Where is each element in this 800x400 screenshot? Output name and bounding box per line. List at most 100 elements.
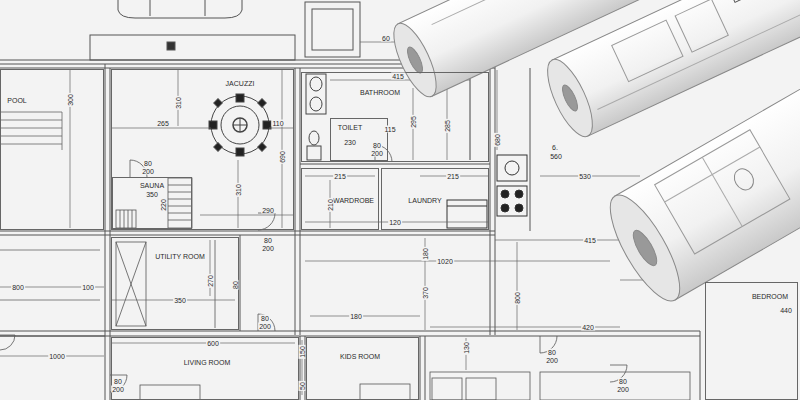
pool-steps xyxy=(0,250,100,251)
dimension-line xyxy=(238,160,239,228)
bathroom-fixtures xyxy=(310,77,322,91)
room-name: POOL xyxy=(6,97,27,104)
sauna-bench xyxy=(168,213,192,214)
dimension-label: 220 xyxy=(160,198,167,212)
pool-steps xyxy=(0,144,62,145)
dimension-line xyxy=(425,238,426,330)
door-swing xyxy=(258,314,275,331)
car-symbol xyxy=(150,0,205,16)
sauna-bench xyxy=(168,199,192,200)
car-symbol xyxy=(90,0,360,60)
wall-line xyxy=(700,331,701,400)
dimension-line xyxy=(112,300,235,301)
wall-line xyxy=(0,235,495,236)
kitchen-fixtures xyxy=(515,190,523,198)
jacuzzi-symbol xyxy=(240,118,241,132)
dimension-label: 110 xyxy=(271,120,284,127)
dimension-label: 415 xyxy=(583,237,597,244)
pool-steps xyxy=(0,300,100,301)
dimension-label: 350 xyxy=(145,191,159,198)
dimension-label: 130 xyxy=(463,341,470,355)
dimension-line xyxy=(112,128,211,129)
dimension-label: 300 xyxy=(67,93,74,107)
jacuzzi-symbol xyxy=(258,99,266,107)
pool-steps xyxy=(0,128,62,129)
rolled-blueprint xyxy=(598,186,693,310)
dimension-label: 80 xyxy=(113,378,123,385)
room-outline: POOL xyxy=(0,69,104,230)
rolled-blueprint xyxy=(539,54,602,143)
dimension-line xyxy=(305,222,488,223)
dimension-line xyxy=(0,287,104,288)
bathroom-fixtures xyxy=(307,146,321,160)
dimension-label: 370 xyxy=(422,286,429,300)
room-outline: LIVING ROOM xyxy=(111,337,299,400)
room-outline: TOILET xyxy=(330,118,388,161)
bathroom-fixtures xyxy=(306,74,326,114)
rolled-blueprint xyxy=(732,0,743,2)
dimension-label: 690 xyxy=(279,150,286,164)
sauna-bench xyxy=(132,210,133,228)
door-swing xyxy=(110,375,127,392)
kitchen-fixtures xyxy=(497,155,527,181)
dimension-label: 200 xyxy=(545,357,559,364)
dimension-line xyxy=(302,340,303,395)
pool-steps xyxy=(62,112,63,150)
car-symbol xyxy=(312,9,353,50)
dimension-label: 115 xyxy=(383,126,396,133)
wall-line xyxy=(420,336,421,400)
room-name: LIVING ROOM xyxy=(183,359,232,366)
dimension-line xyxy=(420,176,488,177)
dimension-label: 200 xyxy=(370,150,384,157)
kitchen-fixtures xyxy=(501,190,509,198)
room-outline: WARDROBE xyxy=(301,168,379,230)
furniture xyxy=(140,385,200,400)
jacuzzi-symbol xyxy=(209,94,271,156)
rolled-blueprint xyxy=(655,130,790,254)
dimension-label: 60 xyxy=(381,35,391,42)
dimension-label: 200 xyxy=(111,386,125,393)
rolled-blueprint xyxy=(612,20,683,82)
bathroom-fixtures xyxy=(309,131,319,145)
dimension-line xyxy=(210,240,211,296)
dimension-line xyxy=(430,327,620,328)
dimension-label: 350 xyxy=(173,297,187,304)
room-outline: SAUNAJACUZZI xyxy=(111,69,294,230)
room-name: UTILITY ROOM xyxy=(154,253,206,260)
dimension-label: 200 xyxy=(261,245,275,252)
dimension-line xyxy=(305,261,610,262)
rolled-blueprint xyxy=(629,227,661,269)
wall-line xyxy=(300,336,301,400)
dimension-line xyxy=(413,88,414,160)
dimension-label: 1020 xyxy=(436,258,454,265)
dimension-line xyxy=(495,240,620,241)
dimension-label: 200 xyxy=(258,323,272,330)
wall-line xyxy=(425,336,426,400)
utility-fixtures xyxy=(116,242,146,326)
kitchen-fixtures xyxy=(497,186,527,216)
sauna-bench xyxy=(116,210,136,228)
dimension-label: 415 xyxy=(391,73,405,80)
dimension-label: 200 xyxy=(616,386,630,393)
rolled-blueprint xyxy=(731,165,758,193)
wall-line xyxy=(0,231,495,232)
rolled-blueprint xyxy=(560,83,581,113)
dimension-line xyxy=(540,176,640,177)
room-outline: BEDROOM xyxy=(705,282,798,400)
dimension-label: 80 xyxy=(547,349,557,356)
door-swing xyxy=(375,145,392,162)
furniture xyxy=(540,372,690,400)
dimension-label: 270 xyxy=(207,274,214,288)
dimension-label: 310 xyxy=(235,183,242,197)
wall-line xyxy=(495,64,496,335)
dimension-label: 180 xyxy=(349,313,363,320)
door-swing xyxy=(610,365,627,382)
dimension-label: 230 xyxy=(343,139,357,146)
wall-line xyxy=(295,68,296,335)
dimension-label: 560 xyxy=(549,153,563,160)
dimension-label: 200 xyxy=(141,168,155,175)
dimension-label: 80 xyxy=(263,237,273,244)
room-name: SAUNA xyxy=(139,182,165,189)
pool-steps xyxy=(0,112,62,113)
